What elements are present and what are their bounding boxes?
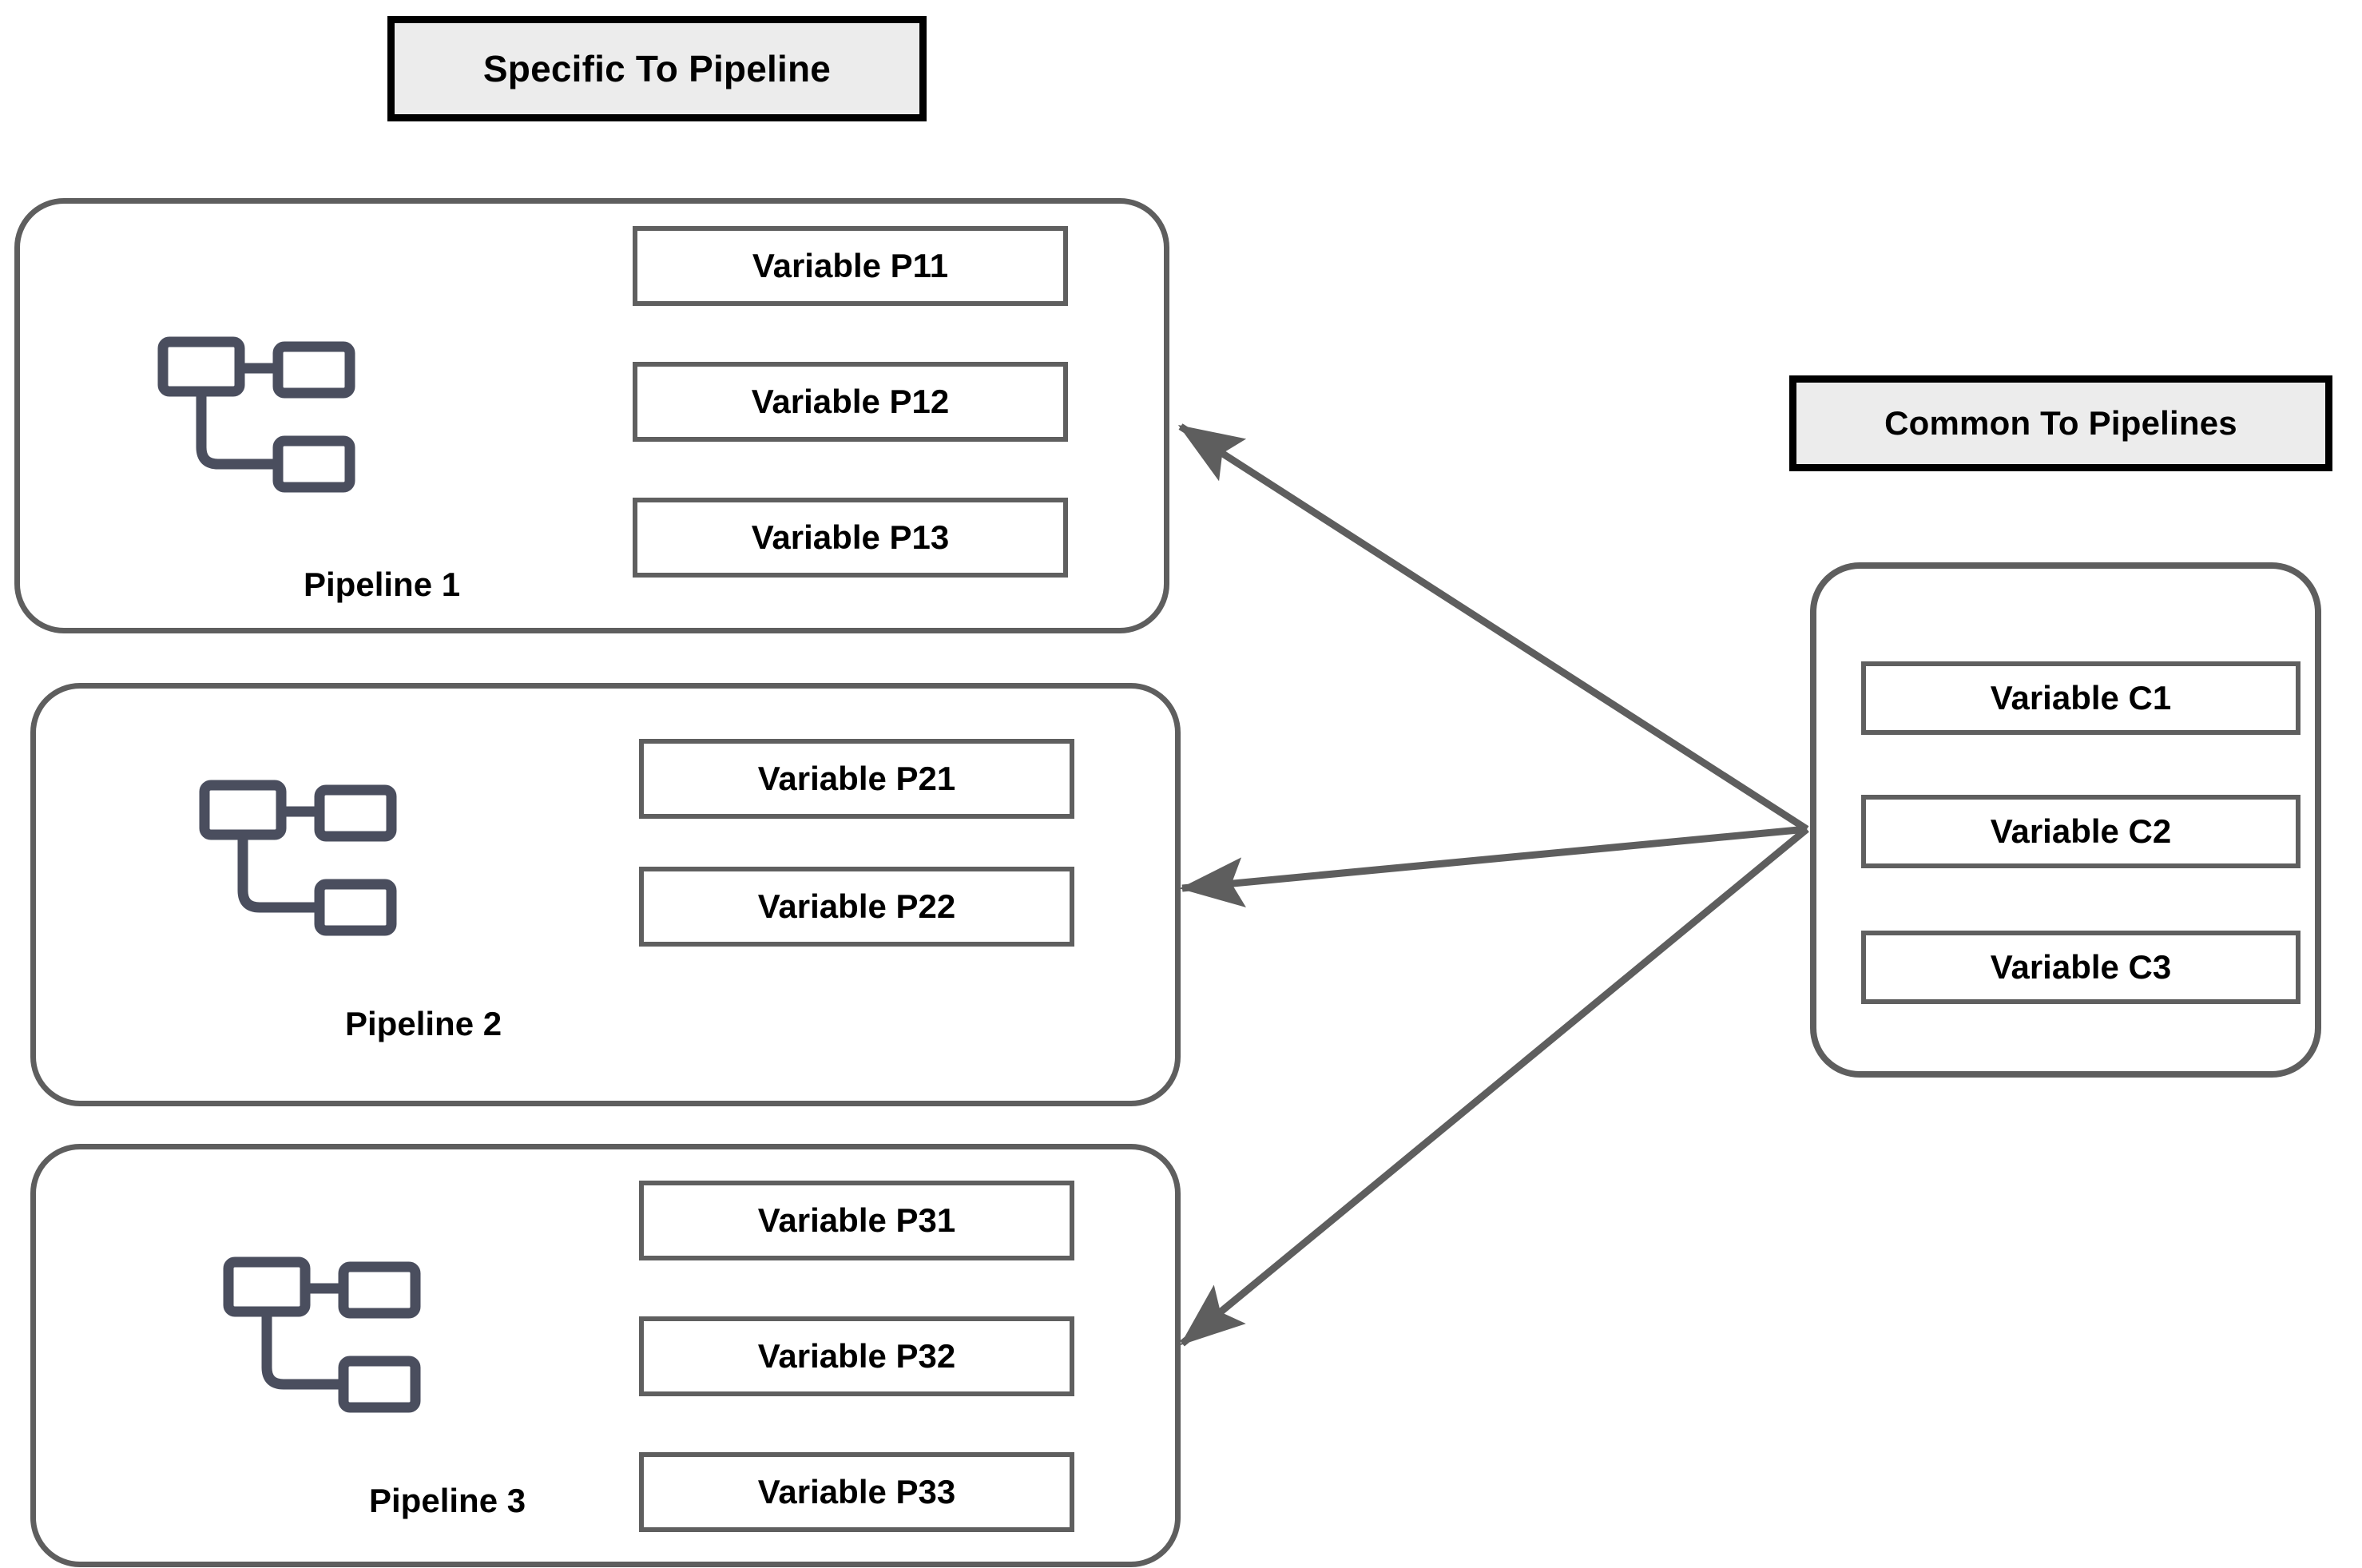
variable-box-p31[interactable]: Variable P31	[639, 1181, 1074, 1260]
arrow-common-to-pipeline-3	[1180, 826, 1809, 1347]
header-common-to-pipelines: Common To Pipelines	[1789, 375, 2332, 471]
variable-box-p12[interactable]: Variable P12	[633, 362, 1068, 442]
variable-box-p32[interactable]: Variable P32	[639, 1316, 1074, 1396]
arrow-common-to-pipeline-2	[1179, 825, 1808, 908]
variable-box-c3[interactable]: Variable C3	[1861, 931, 2300, 1004]
pipeline-icon	[199, 780, 397, 936]
variable-box-p13[interactable]: Variable P13	[633, 498, 1068, 578]
pipeline-icon	[157, 336, 355, 493]
header-specific-to-pipeline: Specific To Pipeline	[387, 16, 927, 121]
pipeline-label-2: Pipeline 2	[345, 1005, 502, 1042]
pipeline-label-3: Pipeline 3	[369, 1482, 526, 1519]
variable-box-c2[interactable]: Variable C2	[1861, 795, 2300, 868]
header-common-label: Common To Pipelines	[1884, 404, 2237, 442]
variable-box-p21[interactable]: Variable P21	[639, 739, 1074, 819]
variable-box-p33[interactable]: Variable P33	[639, 1452, 1074, 1532]
pipeline-label-1: Pipeline 1	[304, 566, 461, 603]
pipeline-icon	[223, 1256, 421, 1413]
variable-box-p11[interactable]: Variable P11	[633, 226, 1068, 306]
arrow-common-to-pipeline-1	[1177, 423, 1809, 832]
header-specific-label: Specific To Pipeline	[482, 48, 832, 89]
variable-box-p22[interactable]: Variable P22	[639, 867, 1074, 947]
variable-box-c1[interactable]: Variable C1	[1861, 661, 2300, 735]
